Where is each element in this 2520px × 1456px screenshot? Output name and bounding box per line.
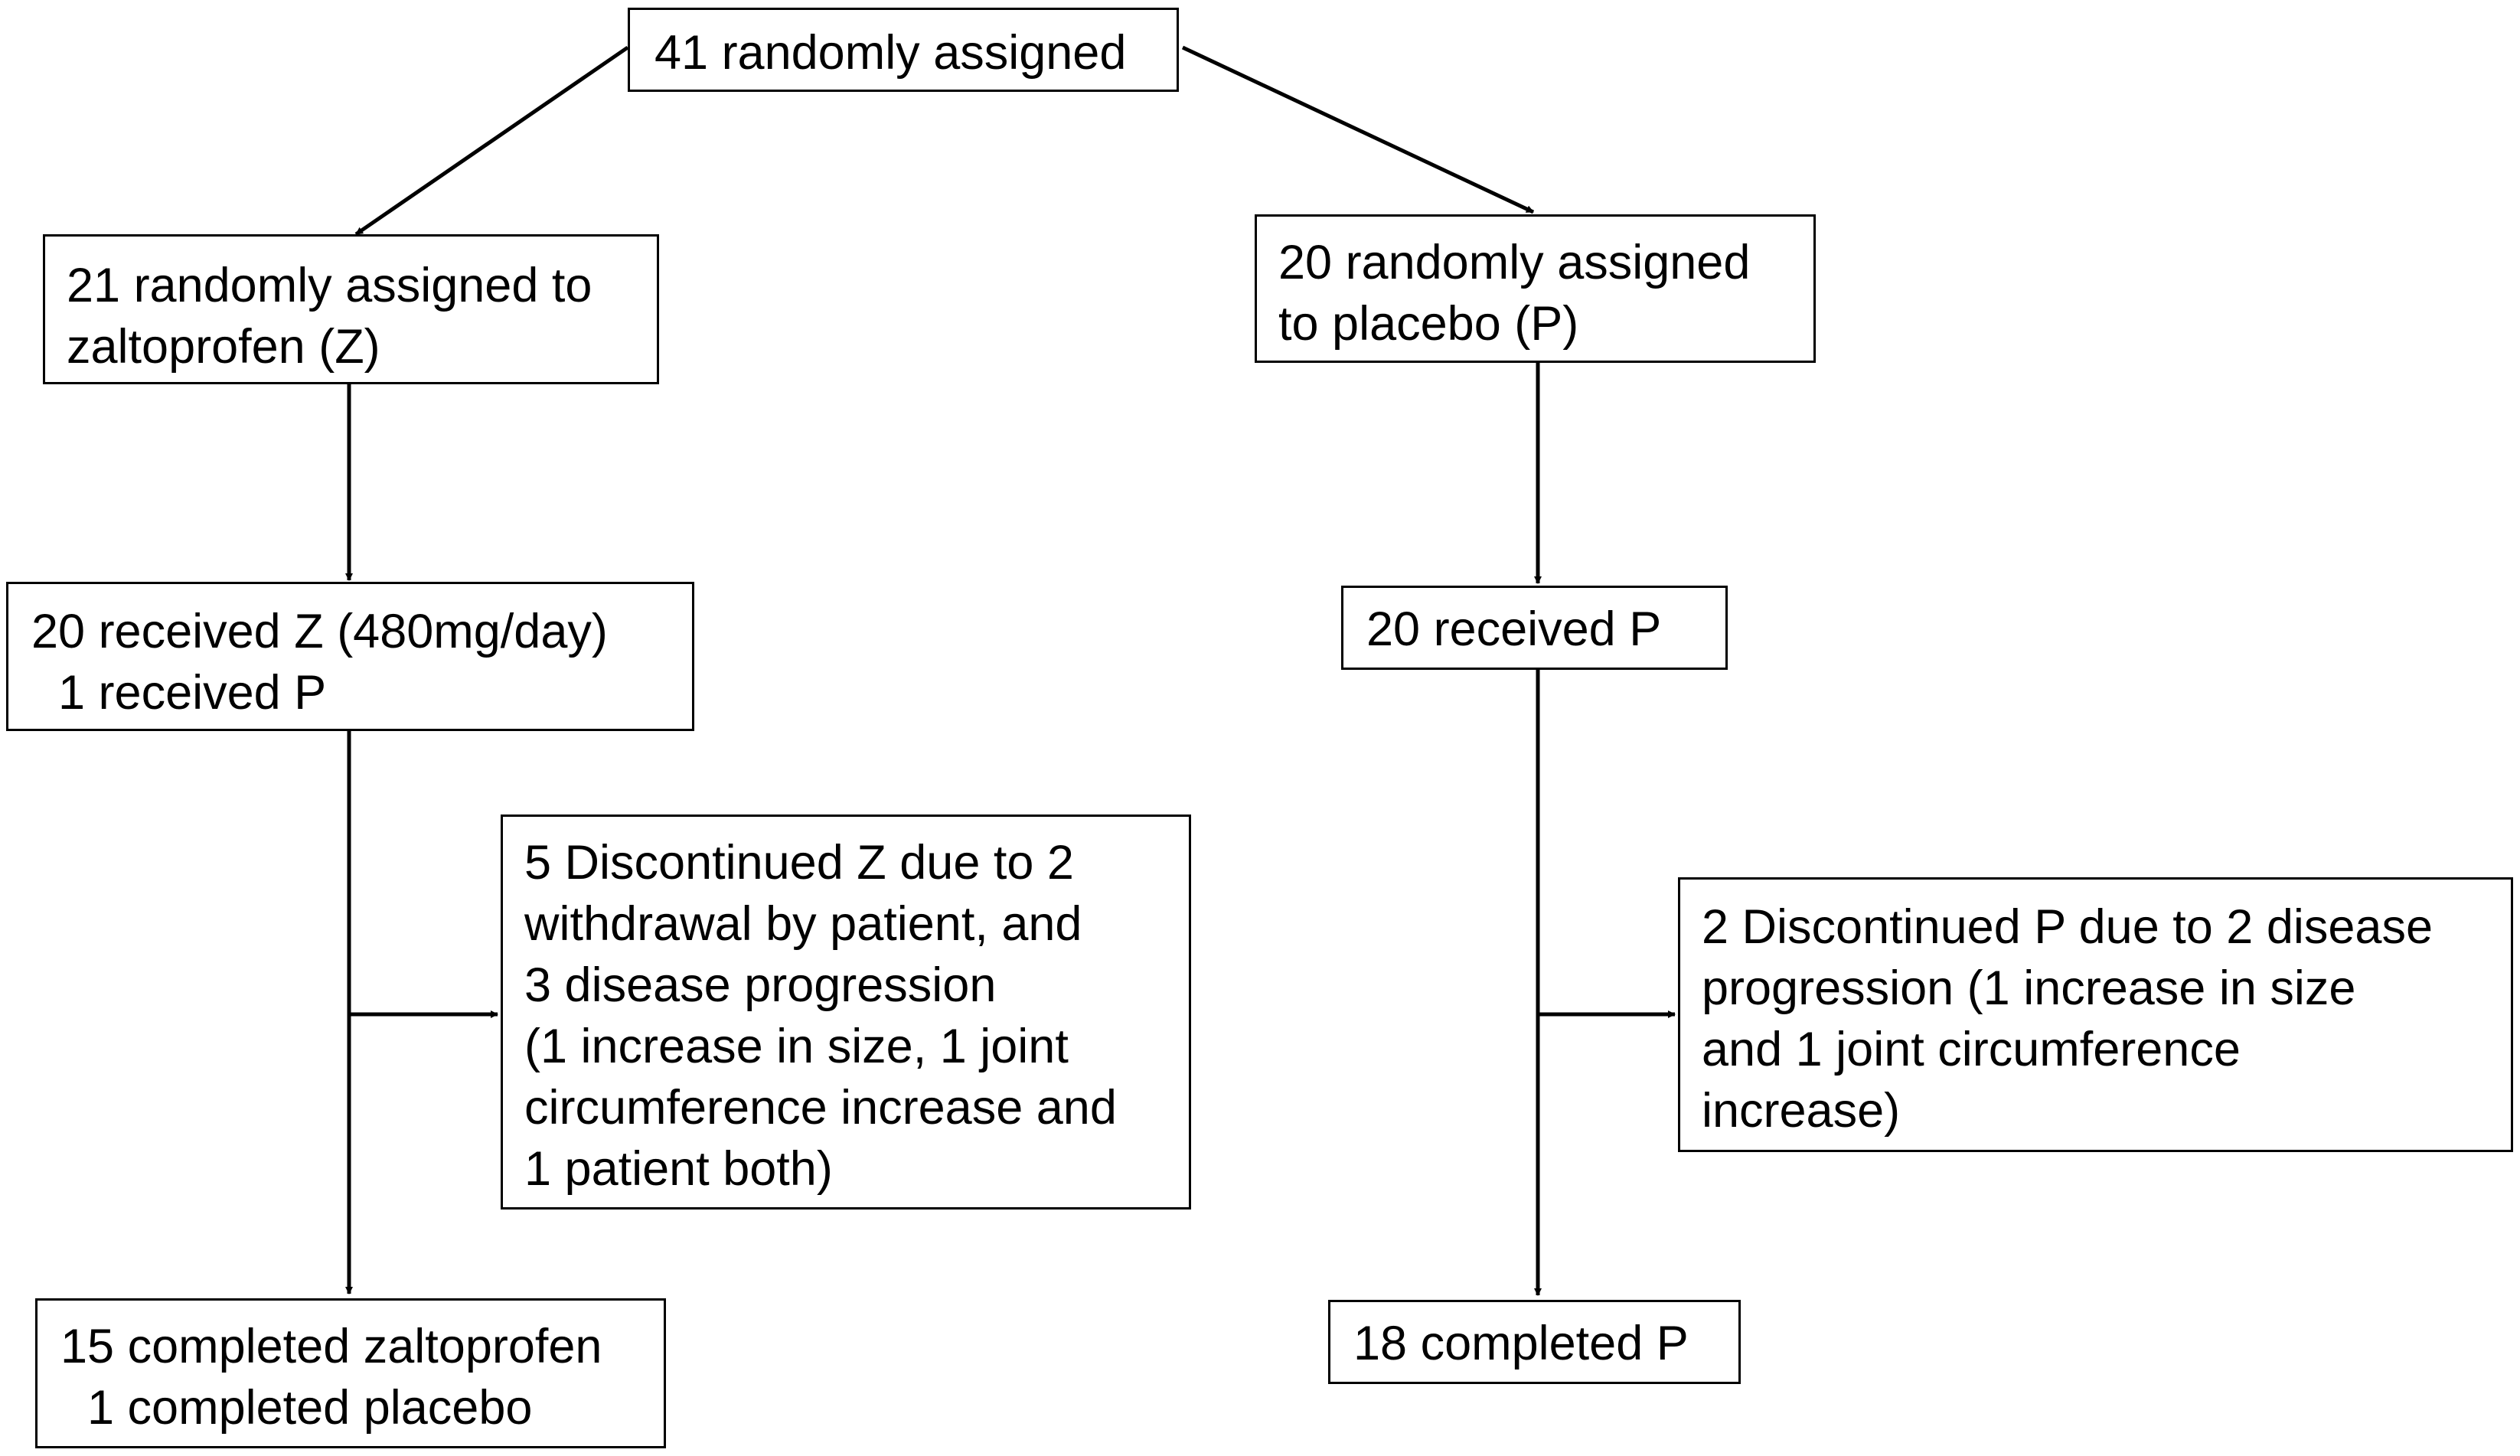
box-discontinued-placebo-line-4: increase): [1702, 1084, 1901, 1138]
box-discontinued-placebo-line-2: progression (1 increase in size: [1702, 961, 2356, 1015]
box-discontinued-placebo-line-3: and 1 joint circumference: [1702, 1023, 2241, 1076]
box-randomized-line-1: 41 randomly assigned: [654, 26, 1127, 80]
box-assigned-placebo: 20 randomly assigned to placebo (P): [1255, 214, 1816, 363]
box-completed-zaltoprofen-line-2: 1 completed placebo: [60, 1381, 533, 1435]
box-received-zaltoprofen-line-1: 20 received Z (480mg/day): [31, 605, 608, 658]
box-received-zaltoprofen: 20 received Z (480mg/day) 1 received P: [6, 582, 694, 731]
box-assigned-placebo-line-1: 20 randomly assigned: [1278, 236, 1751, 289]
box-received-zaltoprofen-line-2: 1 received P: [31, 666, 327, 720]
box-discontinued-zaltoprofen-line-4: (1 increase in size, 1 joint: [524, 1020, 1069, 1073]
box-received-placebo: 20 received P: [1341, 586, 1728, 670]
box-discontinued-zaltoprofen-line-5: circumference increase and: [524, 1081, 1117, 1134]
box-received-placebo-line-1: 20 received P: [1366, 602, 1662, 656]
box-discontinued-zaltoprofen-line-3: 3 disease progression: [524, 958, 997, 1012]
box-discontinued-zaltoprofen-line-6: 1 patient both): [524, 1142, 833, 1196]
box-assigned-zaltoprofen-line-2: zaltoprofen (Z): [67, 320, 380, 374]
box-assigned-zaltoprofen: 21 randomly assigned to zaltoprofen (Z): [43, 234, 659, 384]
box-discontinued-zaltoprofen-line-1: 5 Discontinued Z due to 2: [524, 836, 1074, 890]
box-discontinued-zaltoprofen: 5 Discontinued Z due to 2 withdrawal by …: [501, 815, 1191, 1210]
box-randomized: 41 randomly assigned: [628, 8, 1179, 92]
box-discontinued-zaltoprofen-line-2: withdrawal by patient, and: [524, 897, 1082, 951]
box-completed-zaltoprofen: 15 completed zaltoprofen 1 completed pla…: [35, 1298, 666, 1448]
arrow-randomized-to-p: [1181, 45, 1535, 214]
arrow-randomized-to-z: [354, 45, 629, 237]
box-completed-zaltoprofen-line-1: 15 completed zaltoprofen: [60, 1320, 602, 1373]
box-discontinued-placebo-line-1: 2 Discontinued P due to 2 disease: [1702, 900, 2433, 954]
box-assigned-zaltoprofen-line-1: 21 randomly assigned to: [67, 259, 592, 312]
box-completed-placebo: 18 completed P: [1328, 1300, 1741, 1384]
box-discontinued-placebo: 2 Discontinued P due to 2 disease progre…: [1678, 877, 2513, 1152]
box-assigned-placebo-line-2: to placebo (P): [1278, 297, 1579, 351]
box-completed-placebo-line-1: 18 completed P: [1353, 1317, 1689, 1370]
